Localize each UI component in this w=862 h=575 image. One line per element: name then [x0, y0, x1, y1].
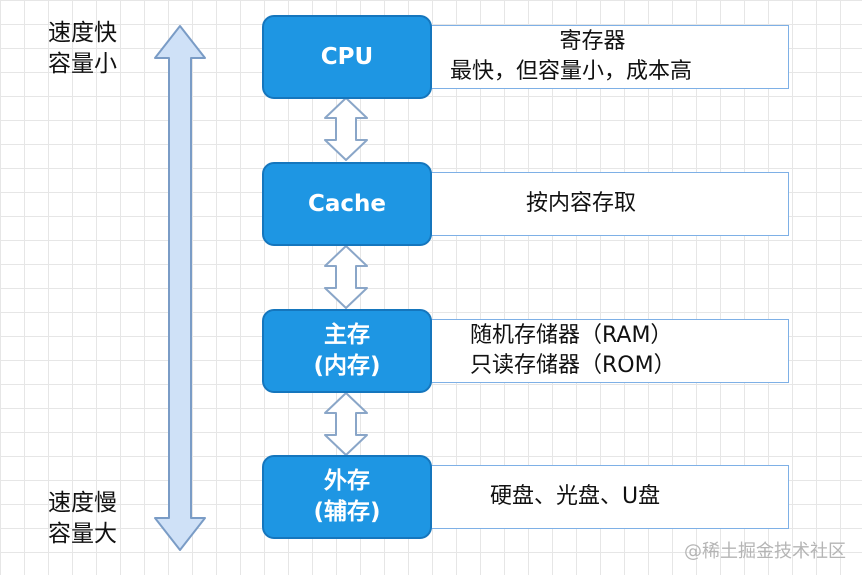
slow-large-label: 速度慢 容量大: [48, 488, 148, 550]
cpu-layer-box: CPU: [262, 15, 432, 99]
fast-small-label: 速度快 容量小: [48, 18, 148, 80]
cpu-description-box: 寄存器 最快，但容量小，成本高: [431, 25, 789, 89]
small-label-line: 容量小: [48, 51, 117, 77]
connector-arrow-cpu-cache: [324, 97, 368, 161]
external-storage-layer-title: 外存: [324, 468, 370, 494]
slow-label-line: 速度慢: [48, 490, 117, 516]
cpu-desc-line-2: 最快，但容量小，成本高: [450, 59, 693, 84]
external-storage-layer-subtitle: (辅存): [313, 499, 381, 525]
cache-desc-line-1: 按内容存取: [526, 191, 637, 216]
connector-arrow-cache-main: [324, 245, 368, 309]
main-memory-layer-subtitle: (内存): [313, 353, 381, 379]
cpu-desc-line-1: 寄存器: [559, 29, 626, 54]
external-storage-layer-box: 外存 (辅存): [262, 455, 432, 539]
external-storage-desc-line-1: 硬盘、光盘、U盘: [490, 484, 661, 509]
main-memory-desc-line-1: 随机存储器（RAM）: [470, 323, 673, 348]
main-memory-description-box: 随机存储器（RAM） 只读存储器（ROM）: [431, 319, 789, 383]
cache-layer-title: Cache: [307, 190, 386, 217]
cache-layer-box: Cache: [262, 162, 432, 246]
large-label-line: 容量大: [48, 521, 117, 547]
cache-description-box: 按内容存取: [431, 172, 789, 236]
main-memory-desc-line-2: 只读存储器（ROM）: [470, 353, 676, 378]
main-memory-layer-box: 主存 (内存): [262, 309, 432, 393]
cpu-layer-title: CPU: [320, 43, 374, 70]
connector-arrow-main-external: [324, 392, 368, 456]
external-storage-description-box: 硬盘、光盘、U盘: [431, 465, 789, 529]
main-memory-layer-title: 主存: [324, 322, 370, 348]
watermark: @稀土掘金技术社区: [684, 541, 846, 562]
fast-label-line: 速度快: [48, 20, 117, 46]
